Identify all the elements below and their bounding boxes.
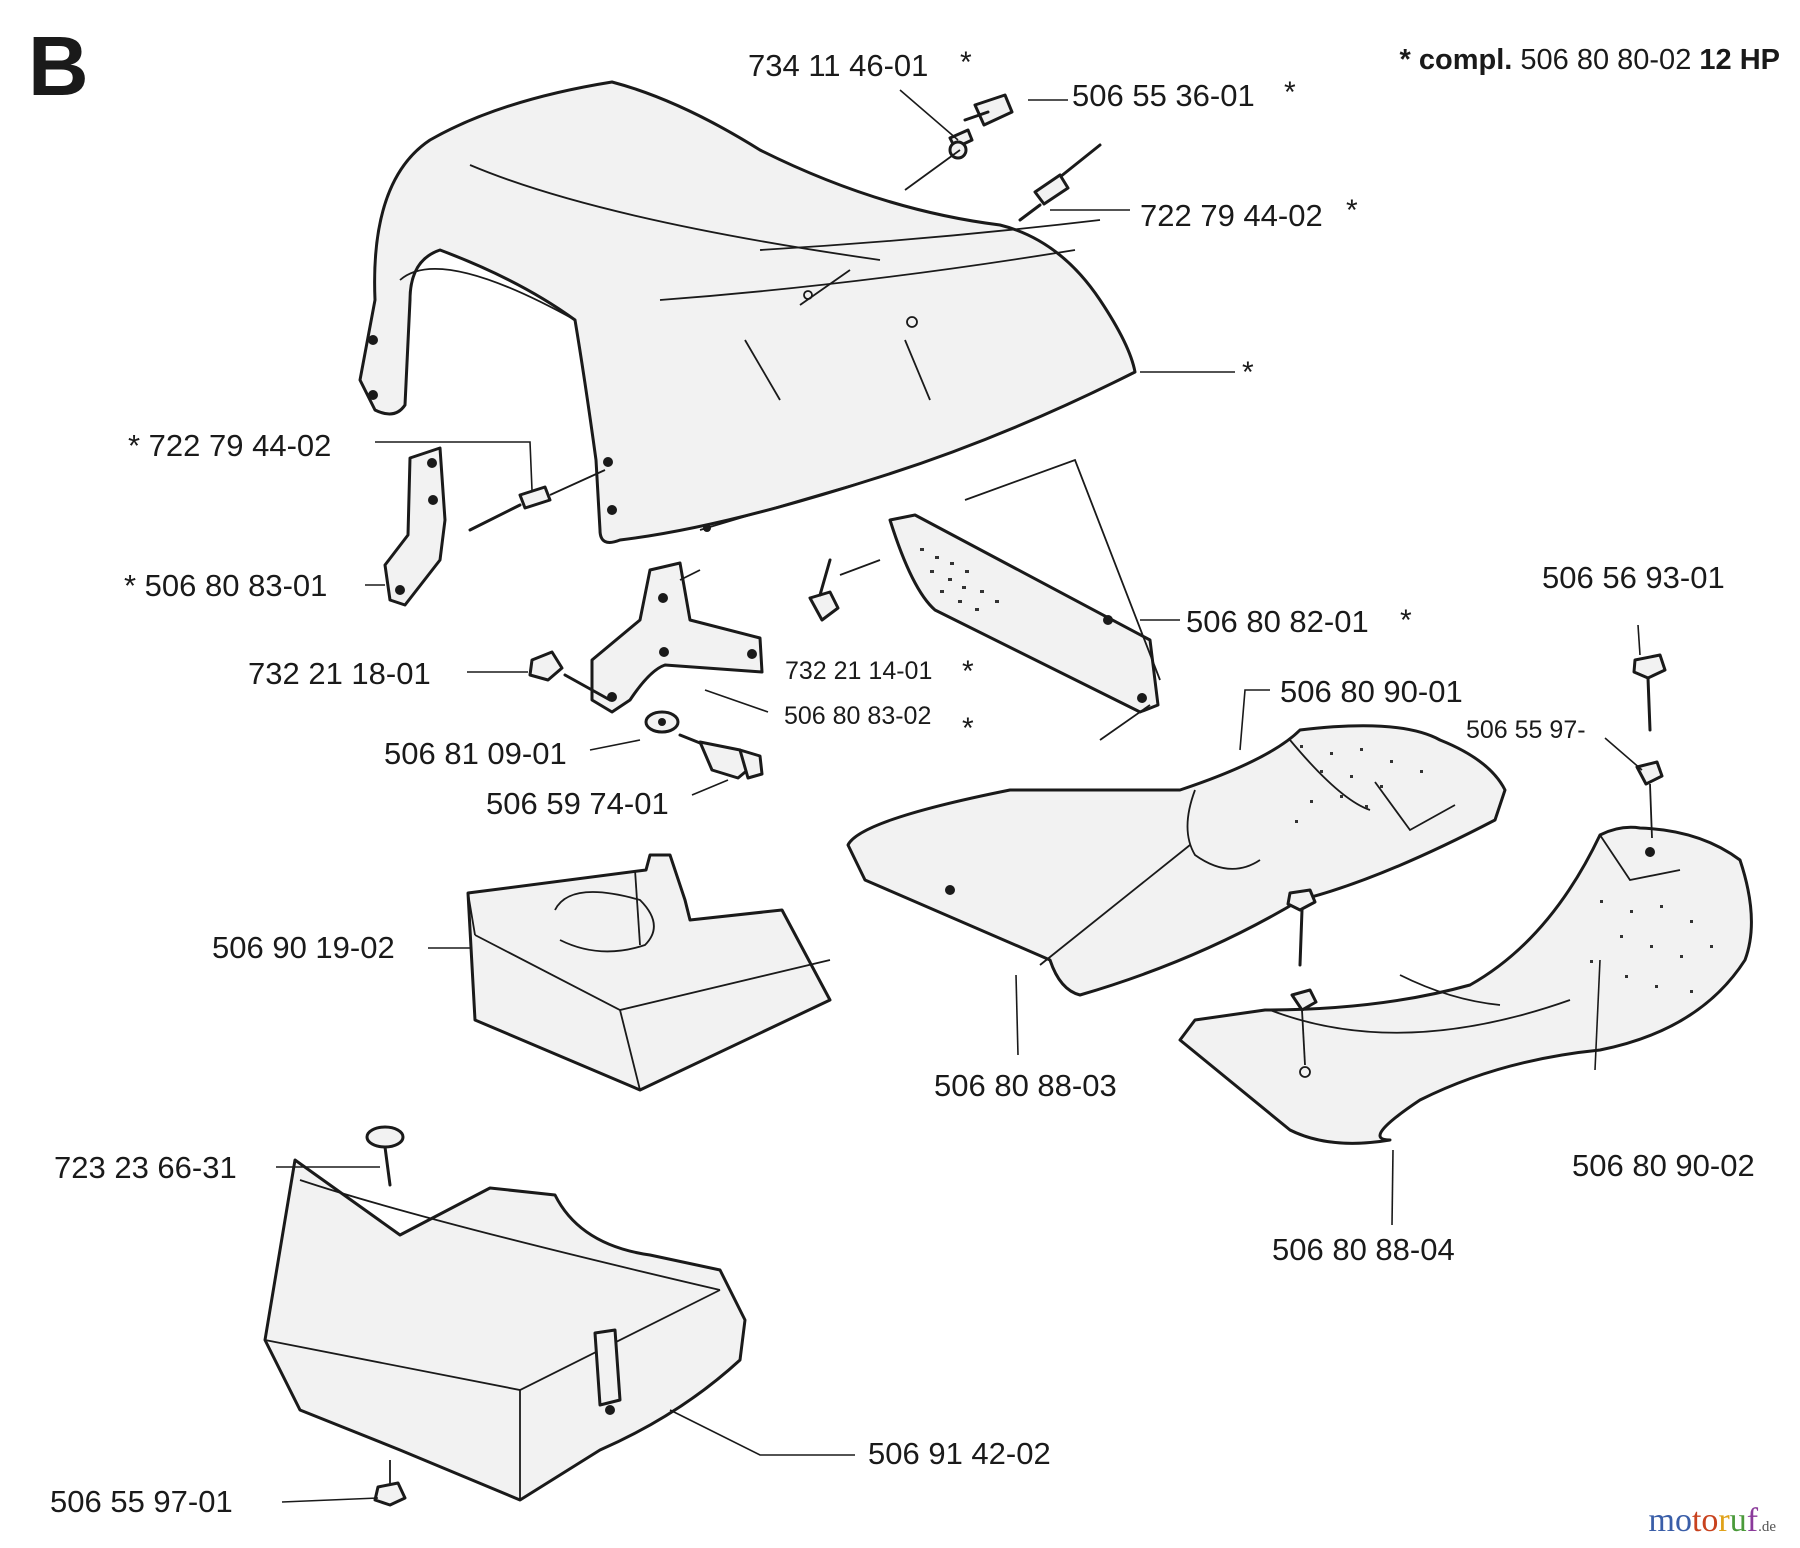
section-letter: B xyxy=(28,19,89,113)
part-label-506553601: 506 55 36-01 xyxy=(1072,78,1255,113)
star-mark: * xyxy=(1400,604,1412,637)
part-label-506914202: 506 91 42-02 xyxy=(868,1436,1051,1471)
watermark-logo: motoruf.de xyxy=(1649,1502,1776,1540)
part-label-722794402-left: * 722 79 44-02 xyxy=(128,428,332,463)
right-bracket-drawing xyxy=(590,561,764,714)
plate-drawing xyxy=(888,458,1161,741)
hood-cover-drawing xyxy=(358,80,1137,544)
part-label-506808201: 506 80 82-01 xyxy=(1186,604,1369,639)
star-mark: * xyxy=(962,712,974,745)
part-label-732211801: 732 21 18-01 xyxy=(248,656,431,691)
part-label-732211401: 732 21 14-01 xyxy=(785,657,933,685)
box-cover-drawing xyxy=(466,853,832,1092)
watermark-part: to xyxy=(1691,1502,1719,1539)
complete-assembly-note: * compl. 506 80 80-02 12 HP xyxy=(1400,44,1780,77)
watermark-domain: .de xyxy=(1758,1519,1776,1535)
part-label-506559701: 506 55 97-01 xyxy=(50,1484,233,1519)
header-note-suffix: 12 HP xyxy=(1699,44,1780,76)
part-label-506809001: 506 80 90-01 xyxy=(1280,674,1463,709)
left-bracket-drawing xyxy=(383,446,606,607)
part-label-506810901: 506 81 09-01 xyxy=(384,736,567,771)
watermark-part: r xyxy=(1718,1502,1730,1539)
star-mark: * xyxy=(962,655,974,688)
star-mark: * xyxy=(1284,76,1296,109)
part-label-734114601: 734 11 46-01 xyxy=(748,48,929,83)
watermark-part: mo xyxy=(1648,1502,1692,1539)
part-label-506808302: 506 80 83-02 xyxy=(784,702,932,730)
leader-lines xyxy=(276,89,1643,1503)
star-mark: * xyxy=(1346,194,1358,227)
part-label-506569301: 506 56 93-01 xyxy=(1542,560,1725,595)
header-note-prefix: * compl. xyxy=(1399,44,1513,76)
watermark-part: f xyxy=(1746,1502,1759,1539)
part-label-506808301: * 506 80 83-01 xyxy=(124,568,328,603)
top-fittings-drawing xyxy=(799,93,1102,306)
part-label-506808804: 506 80 88-04 xyxy=(1272,1232,1455,1267)
part-label-506597401: 506 59 74-01 xyxy=(486,786,669,821)
header-note-part: 506 80 80-02 xyxy=(1520,44,1692,76)
part-label-506808803: 506 80 88-03 xyxy=(934,1068,1117,1103)
part-label-722794402-top: 722 79 44-02 xyxy=(1140,198,1323,233)
part-label-506901902: 506 90 19-02 xyxy=(212,930,395,965)
star-mark: * xyxy=(960,46,972,79)
fastener-cluster-drawing xyxy=(528,558,881,780)
part-label-723236631: 723 23 66-31 xyxy=(54,1150,237,1185)
center-mat-drawing xyxy=(846,724,1507,997)
part-label-50655597: 506 55 97- xyxy=(1466,716,1586,744)
part-label-506809002: 506 80 90-02 xyxy=(1572,1148,1755,1183)
star-mark: * xyxy=(1242,356,1254,389)
right-mat-drawing xyxy=(1178,653,1753,1145)
watermark-part: u xyxy=(1729,1502,1747,1539)
tank-cover-drawing xyxy=(263,1125,747,1507)
